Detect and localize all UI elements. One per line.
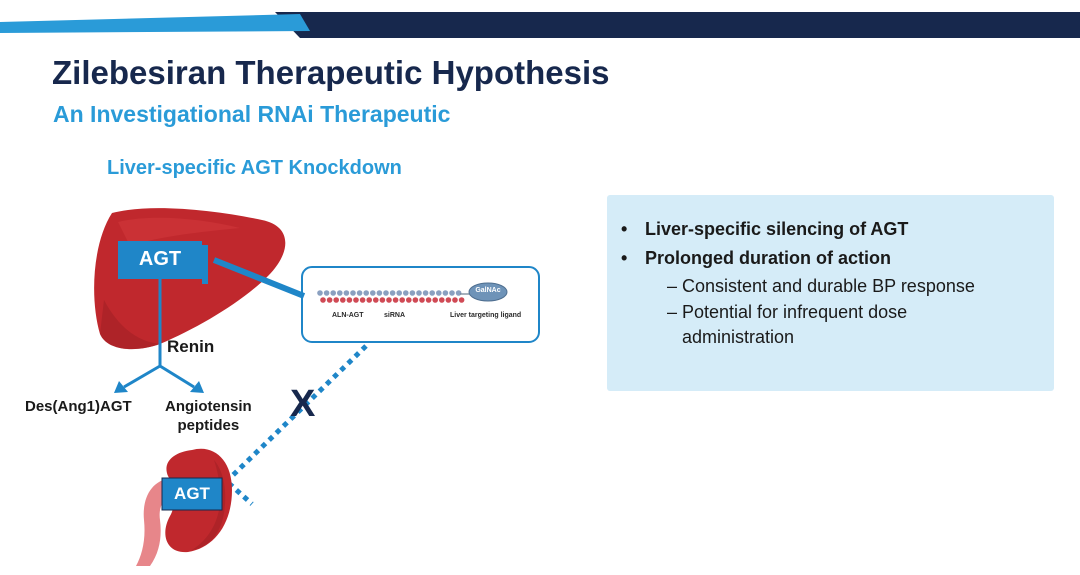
sirna-bead-bottom: [326, 297, 333, 303]
sirna-bead-top: [389, 290, 396, 296]
inhibition-line: [212, 257, 306, 299]
sirna-bead-bottom: [419, 297, 425, 303]
sirna-bead-bottom: [320, 297, 326, 303]
bullet-item: • Prolonged duration of action: [621, 244, 1054, 273]
sirna-bead-bottom: [392, 297, 399, 303]
sirna-bead-top: [442, 290, 449, 296]
des-ang1-agt-label: Des(Ang1)AGT: [25, 398, 132, 415]
sirna-bead-top: [376, 290, 383, 296]
bullet-list: • Liver-specific silencing of AGT • Prol…: [621, 215, 1054, 350]
renin-label: Renin: [167, 337, 215, 356]
sirna-bead-top: [330, 290, 337, 296]
sirna-bead-top: [422, 290, 429, 296]
liver-agt-label: AGT: [138, 248, 182, 270]
bullet-dot: •: [621, 248, 628, 268]
bullet-item: • Liver-specific silencing of AGT: [621, 215, 1054, 244]
block-x-mark: X: [290, 383, 316, 425]
info-panel: • Liver-specific silencing of AGT • Prol…: [607, 195, 1054, 391]
sirna-bead-bottom: [458, 297, 465, 303]
sirna-bead-bottom: [425, 297, 432, 303]
sub-bullet-text: Potential for infrequent dose administra…: [682, 302, 908, 347]
sirna-bead-top: [343, 290, 350, 296]
aln-agt-label: ALN-AGT: [332, 312, 364, 319]
sirna-bead-top: [409, 290, 416, 296]
sirna-bead-top: [317, 290, 323, 296]
sirna-bead-top: [436, 290, 442, 296]
sirna-bead-top: [370, 290, 376, 296]
angiotensin-label: Angiotensin peptides: [165, 398, 252, 434]
sirna-bead-bottom: [412, 297, 419, 303]
sirna-bead-top: [455, 290, 462, 296]
slide-title: Zilebesiran Therapeutic Hypothesis: [52, 54, 610, 91]
sub-bullet-dash: –: [667, 302, 678, 322]
sirna-bead-bottom: [386, 297, 392, 303]
sub-bullet-dash: –: [667, 276, 678, 296]
liver-agt-box: [118, 241, 202, 279]
sirna-bead-top: [396, 290, 403, 296]
header-band: [0, 0, 1080, 38]
slide-subtitle: An Investigational RNAi Therapeutic: [53, 101, 451, 127]
sirna-bead-bottom: [406, 297, 412, 303]
sirna-label: siRNA: [384, 312, 406, 319]
sirna-bead-bottom: [346, 297, 353, 303]
sirna-bead-bottom: [366, 297, 373, 303]
ligand-label: Liver targeting ligand: [450, 312, 522, 319]
sirna-bead-top: [449, 290, 455, 296]
kidney-agt-label: AGT: [174, 484, 210, 503]
arrow-right-head: [190, 381, 204, 393]
sirna-bead-top: [356, 290, 363, 296]
sirna-bead-top: [363, 290, 370, 296]
kidney-agt-box: [161, 477, 223, 511]
sirna-inset: [301, 266, 540, 343]
sirna-bead-top: [429, 290, 436, 296]
sirna-bead-bottom: [353, 297, 359, 303]
diagram-title: Liver-specific AGT Knockdown: [107, 157, 402, 179]
arrow-left-head: [114, 381, 128, 393]
sirna-bead-bottom: [432, 297, 439, 303]
bullet-text: Liver-specific silencing of AGT: [645, 219, 909, 239]
sirna-bead-top: [416, 290, 422, 296]
sirna-bead-bottom: [373, 297, 379, 303]
bullet-dot: •: [621, 219, 628, 239]
sirna-bead-top: [403, 290, 409, 296]
sirna-bead-bottom: [445, 297, 452, 303]
sirna-bead-bottom: [333, 297, 340, 303]
sirna-bead-bottom: [399, 297, 406, 303]
sirna-bead-top: [323, 290, 330, 296]
sirna-bead-bottom: [359, 297, 366, 303]
sirna-bead-bottom: [340, 297, 346, 303]
sub-bullet-item: – Consistent and durable BP response: [621, 274, 1054, 299]
ureter-shape: [136, 478, 178, 566]
bullet-text: Prolonged duration of action: [645, 248, 891, 268]
sub-bullet-item: – Potential for infrequent dose administ…: [621, 300, 1054, 350]
sub-bullet-text: Consistent and durable BP response: [682, 276, 975, 296]
galnac-label: GalNAc: [475, 287, 501, 294]
blocked-path: [228, 344, 368, 480]
sirna-bead-bottom: [452, 297, 458, 303]
sirna-bead-top: [350, 290, 356, 296]
sirna-bead-top: [383, 290, 389, 296]
sirna-bead-bottom: [439, 297, 445, 303]
sirna-bead-bottom: [379, 297, 386, 303]
sirna-bead-top: [337, 290, 343, 296]
